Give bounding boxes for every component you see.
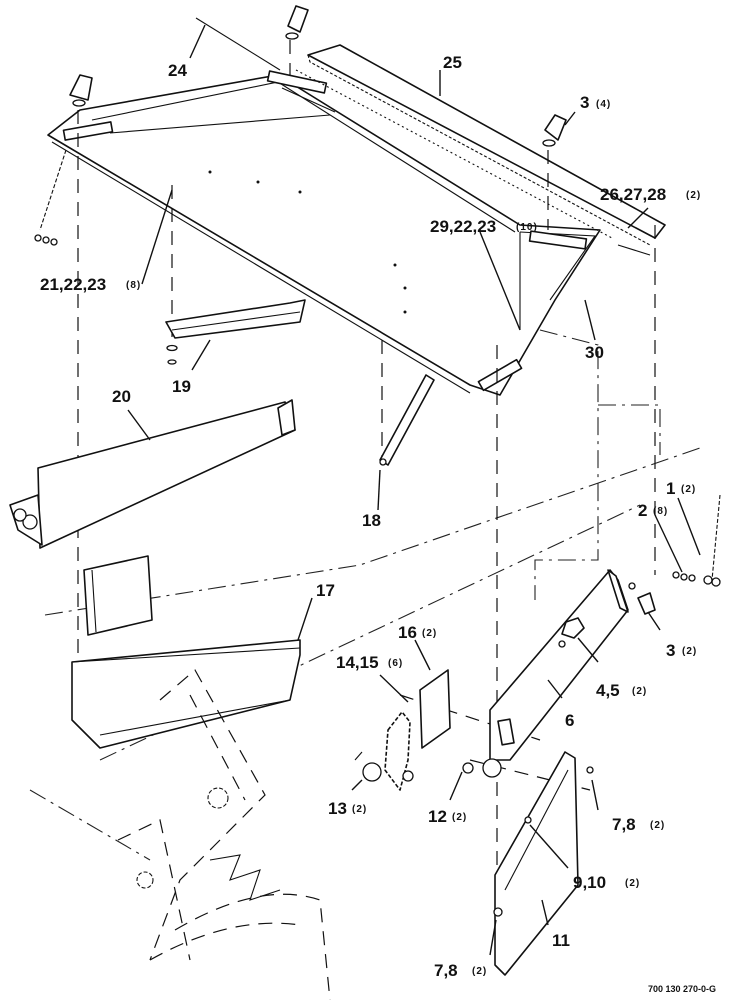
svg-text:4,5: 4,5	[596, 681, 620, 700]
svg-text:(4): (4)	[596, 99, 611, 110]
side-panel-20	[9, 399, 296, 549]
callout-20: 20	[112, 387, 131, 406]
bracket-19	[165, 299, 306, 365]
svg-text:(2): (2)	[422, 628, 437, 639]
svg-text:(2): (2)	[625, 878, 640, 889]
leader-lines	[127, 24, 701, 956]
callout-18: 18	[362, 511, 381, 530]
callout-29-22-23: 29,22,23 (10)	[430, 217, 538, 236]
callout-1: 1 (2)	[666, 479, 696, 498]
svg-text:(2): (2)	[686, 190, 701, 201]
svg-text:(2): (2)	[650, 820, 665, 831]
svg-text:(2): (2)	[682, 646, 697, 657]
top-cover-panel	[47, 70, 601, 396]
svg-text:26,27,28: 26,27,28	[600, 185, 666, 204]
deflector-17	[71, 639, 301, 749]
svg-text:3: 3	[580, 93, 589, 112]
svg-text:(2): (2)	[681, 484, 696, 495]
svg-text:12: 12	[428, 807, 447, 826]
svg-text:6: 6	[565, 711, 574, 730]
callout-6: 6	[565, 711, 574, 730]
callout-4-5: 4,5 (2)	[596, 681, 647, 700]
callout-2: 2 (8)	[638, 501, 668, 520]
svg-text:(2): (2)	[452, 812, 467, 823]
svg-text:11: 11	[552, 931, 570, 950]
lower-panel-11	[493, 751, 594, 976]
callout-3-top: 3 (4)	[580, 93, 611, 112]
svg-text:7,8: 7,8	[612, 815, 636, 834]
small-bracket-13	[354, 711, 414, 791]
svg-text:7,8: 7,8	[434, 961, 458, 980]
chain-right	[672, 494, 721, 587]
latch-clip-right	[628, 582, 656, 615]
svg-text:30: 30	[585, 343, 604, 362]
drawing-reference-number: 700 130 270-0-G	[648, 984, 716, 994]
svg-text:(2): (2)	[472, 966, 487, 977]
callout-3-right: 3 (2)	[666, 641, 697, 660]
plate-16	[419, 669, 451, 749]
svg-text:19: 19	[172, 377, 191, 396]
svg-text:2: 2	[638, 501, 647, 520]
svg-text:3: 3	[666, 641, 675, 660]
svg-text:17: 17	[316, 581, 335, 600]
svg-text:13: 13	[328, 799, 347, 818]
svg-text:(8): (8)	[126, 280, 141, 291]
callout-19: 19	[172, 377, 191, 396]
svg-text:21,22,23: 21,22,23	[40, 275, 106, 294]
svg-text:25: 25	[443, 53, 462, 72]
callout-7-8-lower: 7,8 (2)	[434, 961, 487, 980]
side-panel-6	[482, 569, 629, 778]
svg-text:(8): (8)	[653, 506, 668, 517]
svg-text:18: 18	[362, 511, 381, 530]
svg-text:(10): (10)	[516, 222, 538, 233]
callout-13: 13 (2)	[328, 799, 367, 818]
square-plate	[83, 555, 153, 636]
latch-clips-top	[69, 5, 567, 147]
callout-12: 12 (2)	[428, 807, 467, 826]
callout-21-22-23: 21,22,23 (8)	[40, 275, 141, 294]
callout-17: 17	[316, 581, 335, 600]
svg-text:29,22,23: 29,22,23	[430, 217, 496, 236]
svg-text:16: 16	[398, 623, 417, 642]
callout-7-8-upper: 7,8 (2)	[612, 815, 665, 834]
callout-26-27-28: 26,27,28 (2)	[600, 185, 701, 204]
svg-text:(2): (2)	[352, 804, 367, 815]
svg-text:24: 24	[168, 61, 187, 80]
svg-text:1: 1	[666, 479, 675, 498]
chain-left	[34, 149, 67, 246]
rod	[195, 17, 651, 256]
callout-9-10: 9,10 (2)	[573, 873, 640, 892]
serrated-strip	[295, 44, 666, 246]
svg-text:(6): (6)	[388, 658, 403, 669]
callout-11: 11	[552, 931, 570, 950]
svg-text:(2): (2)	[632, 686, 647, 697]
callout-16: 16 (2)	[398, 623, 437, 642]
svg-text:14,15: 14,15	[336, 653, 379, 672]
frame-phantom	[117, 669, 331, 1000]
svg-text:9,10: 9,10	[573, 873, 606, 892]
svg-text:20: 20	[112, 387, 131, 406]
vertical-strip-18	[379, 374, 435, 466]
callout-30: 30	[585, 343, 604, 362]
callout-24: 24	[168, 61, 187, 80]
washer-12	[462, 762, 474, 774]
callout-14-15: 14,15 (6)	[336, 653, 403, 672]
callout-25: 25	[443, 53, 462, 72]
